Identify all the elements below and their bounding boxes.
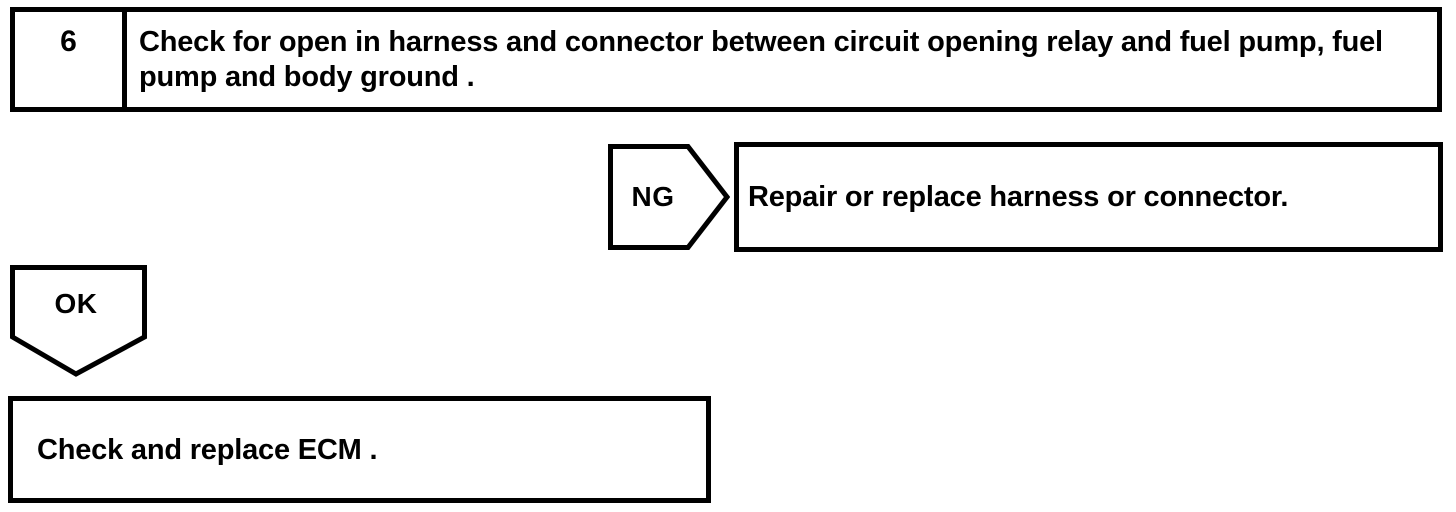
ok-arrow-shape	[10, 265, 147, 377]
step-text-cell: Check for open in harness and connector …	[127, 12, 1437, 107]
ng-arrow-shape	[608, 144, 730, 250]
step-number: 6	[60, 25, 77, 58]
ok-connector: OK	[10, 265, 147, 377]
ng-connector: NG	[608, 144, 730, 250]
ok-result-box: Check and replace ECM .	[8, 396, 711, 503]
ok-result-text: Check and replace ECM .	[37, 433, 378, 466]
step-box: 6 Check for open in harness and connecto…	[10, 7, 1442, 112]
ok-label: OK	[54, 288, 98, 319]
ng-label: NG	[631, 181, 675, 212]
step-number-cell: 6	[15, 12, 127, 107]
ng-result-text: Repair or replace harness or connector.	[748, 181, 1289, 213]
step-instruction-text: Check for open in harness and connector …	[139, 26, 1383, 93]
ng-result-box: Repair or replace harness or connector.	[734, 142, 1443, 252]
